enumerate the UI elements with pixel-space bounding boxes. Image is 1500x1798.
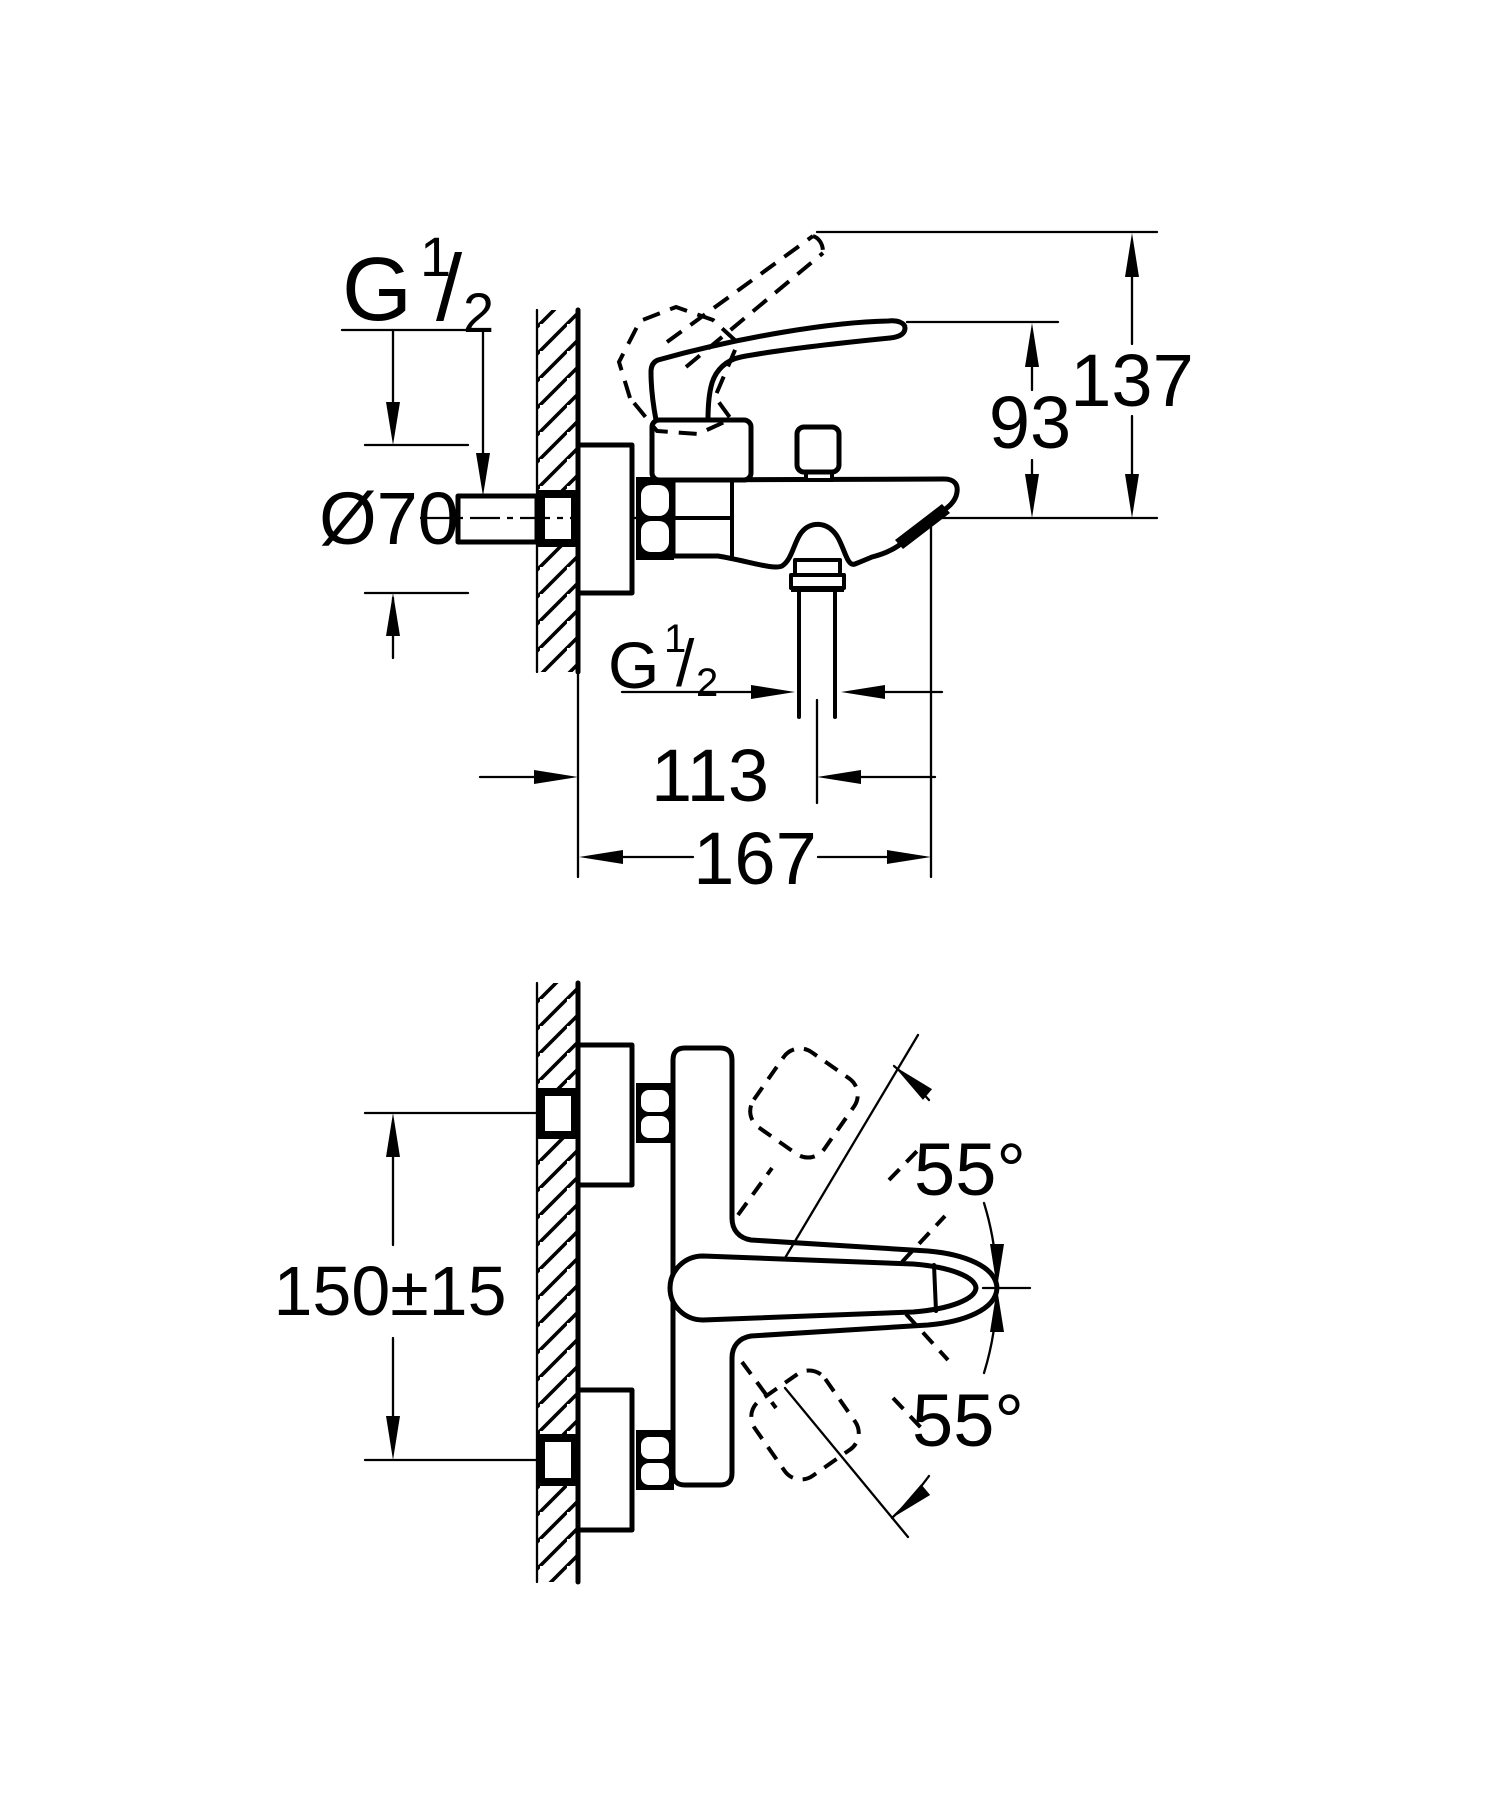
raised-lever-tip	[812, 234, 825, 253]
dimension-arrow	[841, 685, 885, 699]
concealed-supply-fitting	[420, 490, 697, 547]
dimension-arrow	[476, 453, 490, 496]
dimension-arrow	[817, 770, 861, 784]
dim-connection-distance: 150±15	[273, 1111, 542, 1462]
rotated-edge-dash	[887, 1144, 924, 1182]
dim-handle-raised-height: 137	[815, 230, 1194, 520]
escutcheon-front	[575, 1387, 635, 1533]
wall-section-front	[535, 980, 581, 1585]
front-view: 55° 55° 150±15	[273, 980, 1032, 1585]
axis-extension-up	[783, 1033, 920, 1260]
lever-handle-raised-dashed	[616, 234, 825, 437]
swivel-angle-up-label: 55°	[914, 1128, 1026, 1211]
rotated-edge-dash	[904, 1312, 950, 1362]
hose-offset-label: 113	[651, 734, 769, 817]
dimension-arrow	[1025, 323, 1039, 367]
escutcheon-diameter-label: Ø70	[319, 477, 459, 560]
handle-tip-down-dashed	[749, 1368, 861, 1482]
dim-hose-offset: 113	[478, 734, 937, 817]
handle-height-label: 93	[989, 381, 1071, 464]
axis-extension-down	[783, 1386, 910, 1539]
spout-reach-label: 167	[693, 817, 816, 900]
rotated-edge-dash	[736, 1166, 774, 1217]
dimension-arrow	[579, 850, 623, 864]
diverter-knob-cap	[794, 424, 842, 475]
raised-lever-edge	[684, 251, 825, 369]
union-nut-side	[636, 477, 674, 560]
dimension-arrow	[386, 402, 400, 445]
escutcheon-side	[575, 442, 635, 596]
lower-wall-connection	[537, 1387, 674, 1533]
union-nut-facet	[641, 1437, 669, 1459]
dimension-arrow	[751, 685, 795, 699]
rotated-edge-dash	[740, 1360, 778, 1410]
dim-escutcheon-diameter: Ø70	[319, 443, 470, 660]
dimension-arrow	[1125, 474, 1139, 518]
dimension-arrow	[386, 1416, 400, 1460]
union-nut-facet	[641, 1090, 669, 1112]
dimension-arrow	[386, 1113, 400, 1157]
rotated-edge-dash	[891, 1396, 927, 1434]
dim-handle-height: 93	[905, 320, 1071, 518]
wall-union-bore	[545, 1096, 571, 1131]
wall-hatch	[537, 983, 578, 1582]
union-nut-facet	[641, 485, 669, 516]
hose-outlet-seal	[791, 586, 844, 592]
dimension-arrow	[1125, 233, 1139, 277]
body-spout-outline	[670, 476, 960, 570]
dimension-arrow	[990, 1244, 1004, 1288]
dim-spout-reach: 167	[579, 516, 933, 900]
swivel-angle-down-label: 55°	[912, 1379, 1024, 1462]
escutcheon-front	[575, 1042, 635, 1188]
wall-union-bore	[545, 1442, 571, 1478]
raised-handle-base	[616, 304, 741, 437]
dim-thread-wall: G 1 / 2	[340, 225, 494, 496]
dimension-arrow	[887, 850, 931, 864]
dimension-arrow	[892, 1484, 931, 1518]
body-handle-front	[667, 1045, 1000, 1488]
handle-rotated-dashed	[736, 1046, 950, 1482]
shower-outlet-hose	[789, 558, 846, 805]
dimension-arrow	[534, 770, 578, 784]
lever-handle-side	[648, 318, 908, 423]
union-nut-facet	[641, 1116, 669, 1138]
dimension-arrow	[990, 1288, 1004, 1332]
wall-section-side	[535, 307, 581, 879]
handle-raised-height-label: 137	[1070, 339, 1193, 422]
upper-wall-connection	[537, 1042, 674, 1188]
dimension-arrow	[894, 1066, 933, 1100]
dimension-arrow	[1025, 474, 1039, 518]
spout-aerator-face	[895, 504, 950, 549]
connection-distance-label: 150±15	[273, 1252, 506, 1330]
hose-outlet-collar	[793, 558, 842, 577]
dim-thread-hose: G 1 / 2	[608, 617, 944, 705]
side-view: G 1 / 2 Ø70 93	[319, 225, 1194, 900]
handle-tip-up-dashed	[748, 1046, 860, 1160]
faucet-body-spout	[670, 476, 960, 570]
dim-swivel-angles: 55° 55°	[783, 1033, 1032, 1539]
diverter-knob	[794, 424, 842, 482]
cartridge-cap	[649, 417, 754, 483]
union-nut-facet	[641, 521, 669, 552]
union-nut-facet	[641, 1463, 669, 1485]
rotated-edge-dash	[900, 1214, 947, 1264]
handle-grip-contour	[667, 1253, 979, 1323]
thread-wall-label: G 1 / 2	[342, 225, 494, 344]
handle-end-line	[932, 1263, 938, 1313]
raised-lever-edge	[665, 234, 815, 344]
thread-hose-label: G 1 / 2	[608, 617, 718, 705]
